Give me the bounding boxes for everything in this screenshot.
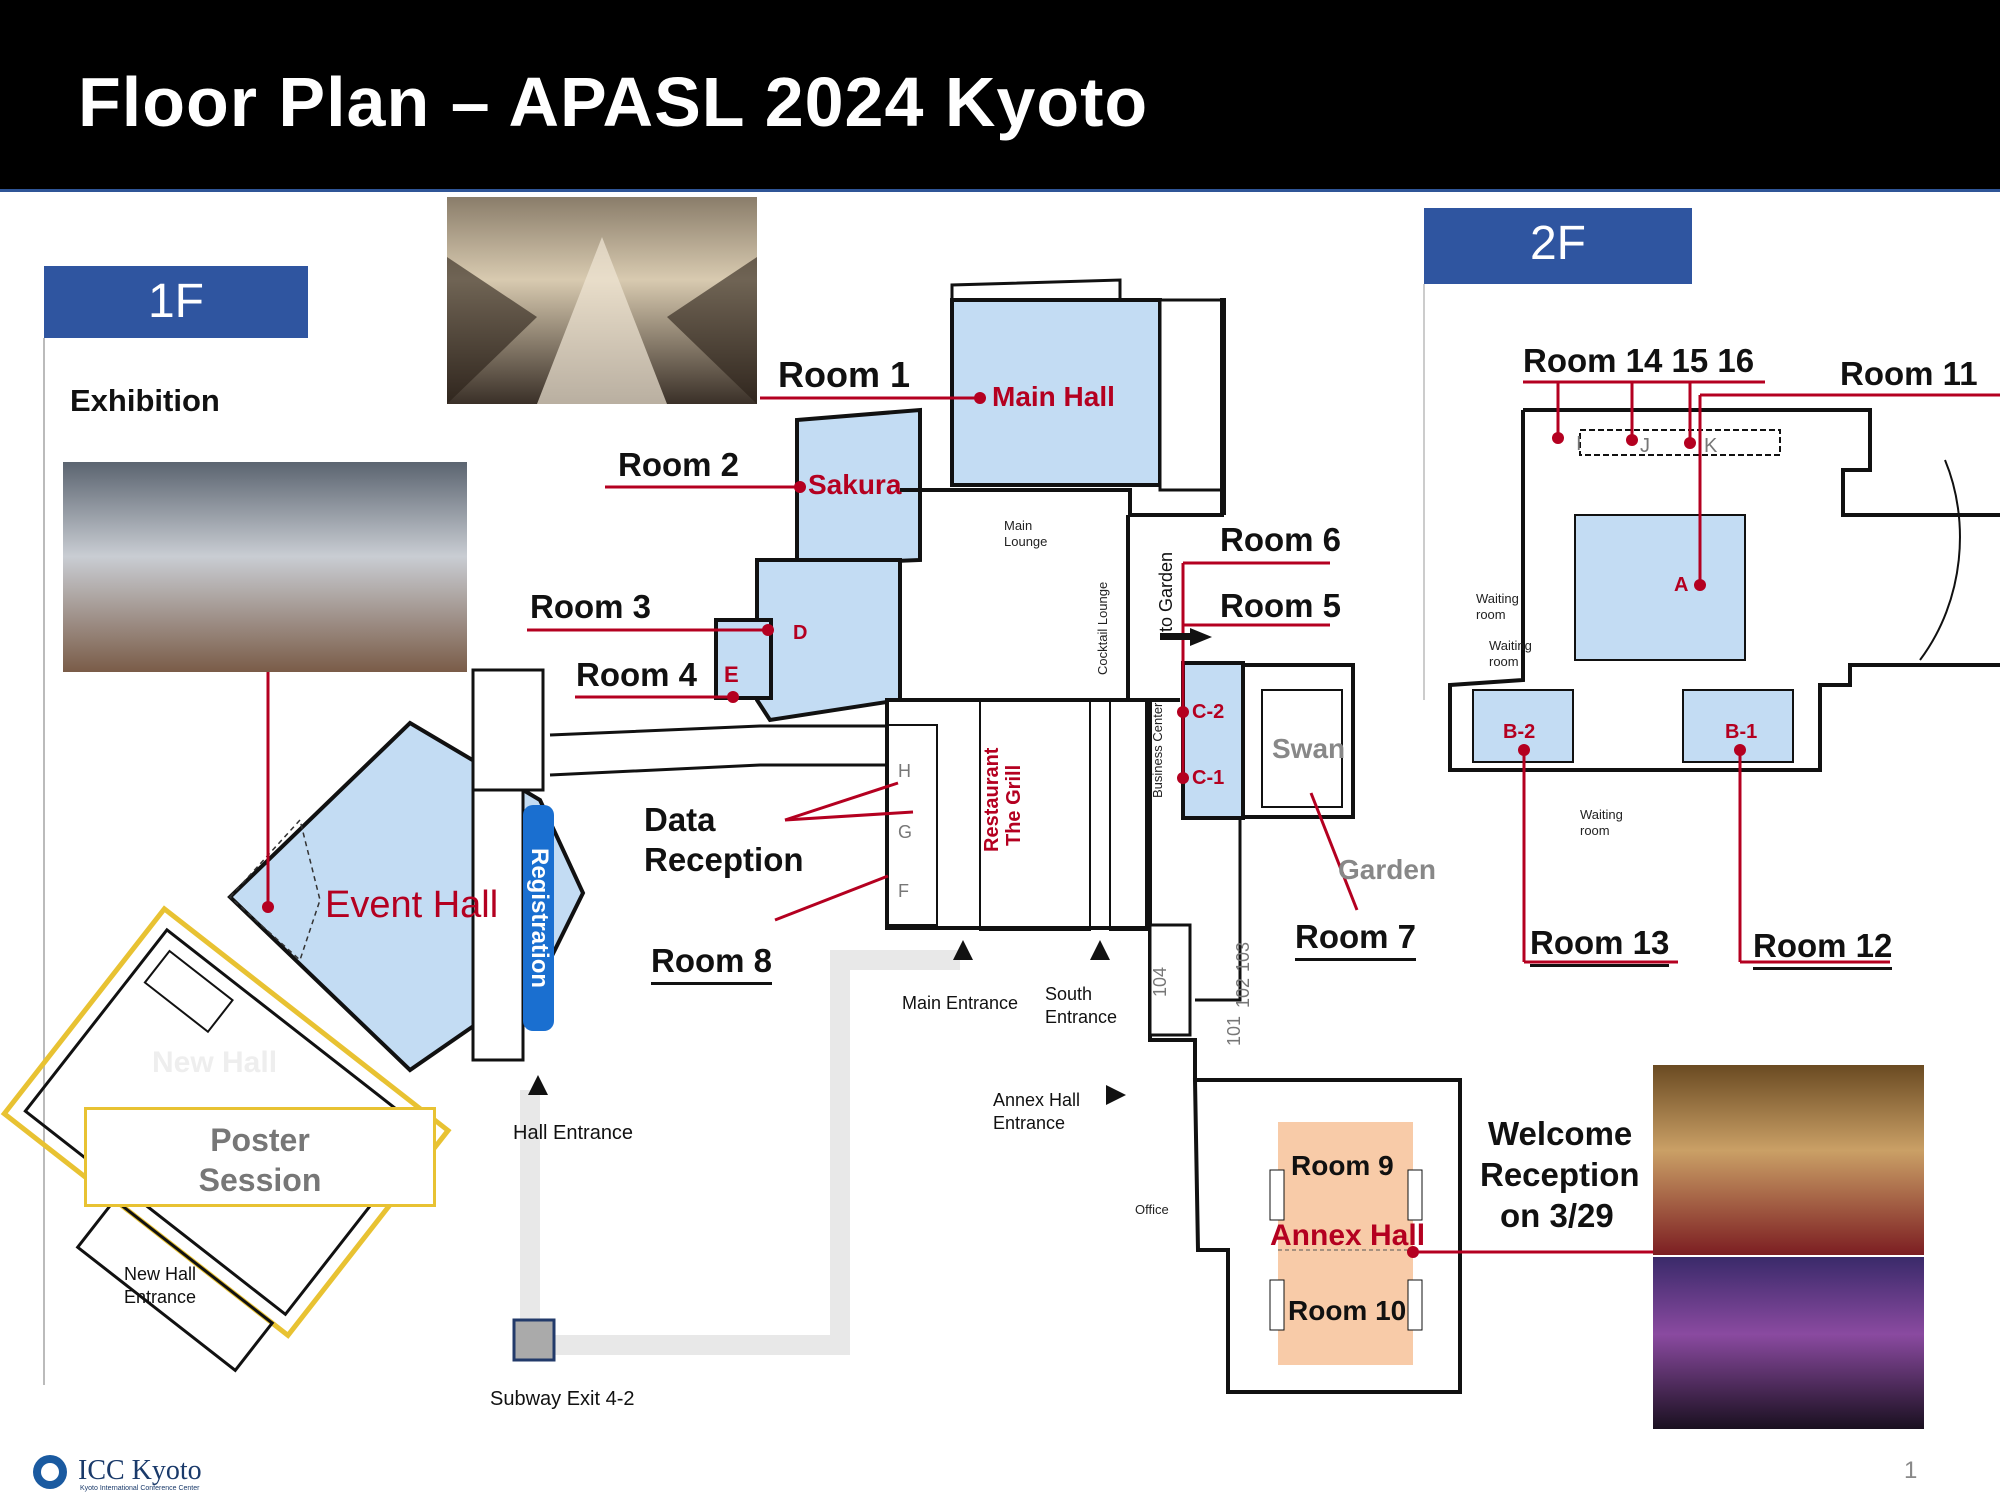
main-entrance-label: Main Entrance <box>902 993 1019 1013</box>
waiting-room-1-line1: Waiting <box>1476 591 1519 606</box>
poster-session-box: Poster Session <box>84 1107 436 1207</box>
room-a-label: A <box>1674 574 1689 596</box>
room8-label: Room 8 <box>651 942 773 985</box>
poster-label-line2: Session <box>198 1162 322 1198</box>
welcome-reception-photo-2 <box>1653 1257 1924 1429</box>
room5-label: Room 5 <box>1220 587 1342 624</box>
main-hall-label: Main Hall <box>992 381 1115 412</box>
room1-label: Room 1 <box>778 354 911 395</box>
welcome-line3: on 3/29 <box>1500 1197 1614 1234</box>
the-grill-label: The Grill <box>1003 764 1025 846</box>
room7-label: Room 7 <box>1295 918 1417 961</box>
poster-label-line1: Poster <box>210 1122 310 1158</box>
annex-hall-label: Annex Hall <box>1270 1219 1426 1252</box>
room11-label: Room 11 <box>1840 355 1978 392</box>
waiting-room-3-line2: room <box>1580 823 1610 838</box>
cocktail-lounge-label: Cocktail Lounge <box>1095 581 1110 675</box>
data-reception-line1: Data <box>644 801 716 838</box>
office-label: Office <box>1135 1202 1169 1217</box>
room-104-label: 104 <box>1150 966 1170 997</box>
room-b2-label: B-2 <box>1503 721 1536 743</box>
room-b1-label: B-1 <box>1725 721 1758 743</box>
room-c2-label: C-2 <box>1192 701 1225 723</box>
room-j-label: J <box>1640 435 1650 457</box>
business-center-label: Business Center <box>1150 702 1165 798</box>
room-g-label: G <box>898 822 913 842</box>
page-title: Floor Plan – APASL 2024 Kyoto <box>78 63 1149 141</box>
room-h-label: H <box>898 761 911 781</box>
page-number: 1 <box>1904 1457 1918 1484</box>
south-entrance-line1: South <box>1045 984 1093 1004</box>
annex-entrance-line2: Entrance <box>993 1113 1066 1133</box>
garden-label: Garden <box>1338 854 1437 885</box>
room-i-label: I <box>1576 433 1582 455</box>
subway-exit-label: Subway Exit 4-2 <box>490 1388 635 1410</box>
icc-logo-text: ICC Kyoto <box>78 1455 202 1486</box>
icc-logo-icon <box>33 1455 67 1489</box>
annex-entrance-line1: Annex Hall <box>993 1090 1081 1110</box>
hall-entrance-label: Hall Entrance <box>513 1122 634 1144</box>
room-103-label: 103 <box>1233 941 1253 972</box>
main-lounge-line1: Main <box>1004 518 1033 533</box>
waiting-room-2-line1: Waiting <box>1489 638 1532 653</box>
exhibition-photo <box>63 462 467 672</box>
restaurant-label: Restaurant <box>981 747 1003 852</box>
floor-tab-1f: 1F <box>44 266 308 338</box>
data-reception-line2: Reception <box>644 841 804 878</box>
room-102-label: 102 <box>1233 977 1253 1008</box>
registration-label: Registration <box>526 847 553 989</box>
exhibition-label: Exhibition <box>70 383 220 418</box>
room-c1-label: C-1 <box>1192 767 1225 789</box>
to-garden-label: to Garden <box>1156 551 1176 632</box>
registration-bar <box>523 805 554 1031</box>
room6-label: Room 6 <box>1220 521 1342 558</box>
welcome-reception-photo-1 <box>1653 1065 1924 1255</box>
event-hall-label: Event Hall <box>325 884 499 926</box>
room-f-label: F <box>898 881 909 901</box>
new-hall-label: New Hall <box>152 1046 278 1079</box>
room9-label: Room 9 <box>1291 1150 1394 1181</box>
waiting-room-2-line2: room <box>1489 654 1519 669</box>
room-e-label: E <box>724 662 739 687</box>
new-hall-entrance-line1: New Hall <box>124 1264 197 1284</box>
room3-label: Room 3 <box>530 588 652 625</box>
main-lounge-line2: Lounge <box>1004 534 1048 549</box>
icc-logo-subtext: Kyoto International Conference Center <box>80 1485 200 1492</box>
room12-label: Room 12 <box>1753 927 1893 970</box>
waiting-room-3-line1: Waiting <box>1580 807 1623 822</box>
new-hall-entrance-line2: Entrance <box>124 1287 197 1307</box>
room-d-label: D <box>793 622 808 644</box>
main-hall-photo <box>447 197 757 404</box>
room4-label: Room 4 <box>576 656 698 693</box>
sakura-label: Sakura <box>808 469 902 500</box>
room2-label: Room 2 <box>618 446 740 483</box>
title-bar: Floor Plan – APASL 2024 Kyoto <box>0 0 2000 192</box>
room14-16-label: Room 14 15 16 <box>1523 342 1755 379</box>
swan-label: Swan <box>1272 733 1346 764</box>
welcome-line2: Reception <box>1480 1156 1640 1193</box>
south-entrance-line2: Entrance <box>1045 1007 1118 1027</box>
room-101-label: 101 <box>1224 1015 1244 1046</box>
room13-label: Room 13 <box>1530 924 1670 967</box>
room10-label: Room 10 <box>1288 1295 1407 1326</box>
waiting-room-1-line2: room <box>1476 607 1506 622</box>
floor-tab-2f: 2F <box>1424 208 1692 284</box>
welcome-line1: Welcome <box>1488 1115 1633 1152</box>
room-k-label: K <box>1704 435 1718 457</box>
